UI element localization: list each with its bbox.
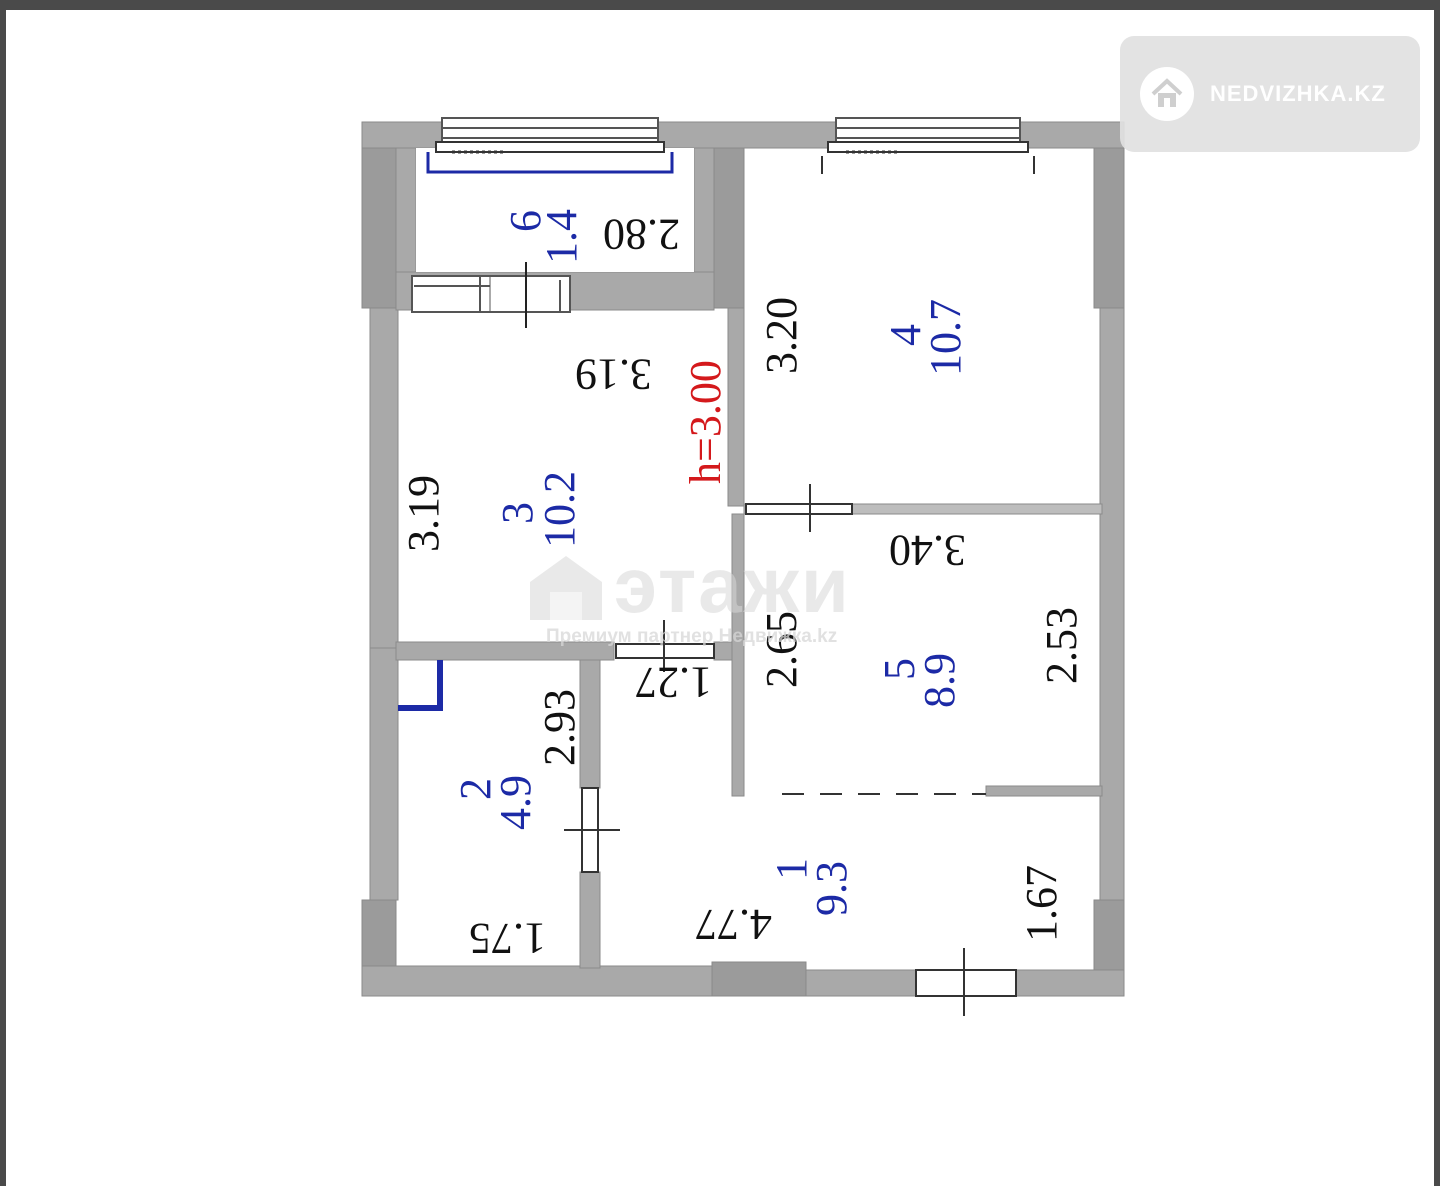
bottom-wall-mid bbox=[805, 969, 917, 997]
walls bbox=[361, 121, 1125, 997]
door-bath bbox=[564, 787, 620, 873]
right-wall bbox=[1099, 307, 1125, 901]
room-2-area: 4.9 bbox=[491, 775, 540, 830]
dim-bath-depth: 2.93 bbox=[535, 689, 584, 766]
room-6-number: 6 bbox=[501, 210, 550, 232]
room-4-number: 4 bbox=[881, 324, 930, 346]
room-3-number: 3 bbox=[493, 502, 542, 524]
room-1-number: 1 bbox=[767, 858, 816, 880]
window-balcony bbox=[426, 117, 674, 174]
room-4-area: 10.7 bbox=[921, 299, 970, 376]
dim-room5-left: 2.65 bbox=[757, 611, 806, 688]
left-pier-upper bbox=[361, 147, 397, 309]
left-wall-lower bbox=[369, 647, 399, 901]
room-3-area: 10.2 bbox=[535, 471, 584, 548]
wall-4-5 bbox=[743, 503, 1103, 515]
dim-corridor-width: 1.27 bbox=[635, 658, 712, 707]
dim-bath-width: 1.75 bbox=[469, 914, 546, 963]
room-6-area: 1.4 bbox=[537, 209, 586, 264]
wall-5-bottom bbox=[985, 785, 1103, 797]
site-badge[interactable]: NEDVIZHKA.KZ bbox=[1120, 36, 1420, 152]
balcony-right-wall bbox=[693, 147, 715, 273]
dim-room5-right: 2.53 bbox=[1037, 607, 1086, 684]
room-5-number: 5 bbox=[875, 658, 924, 680]
dim-hall-depth: 1.67 bbox=[1017, 865, 1066, 942]
center-pier bbox=[711, 147, 745, 309]
room-1-area: 9.3 bbox=[807, 861, 856, 916]
wall-3-2 bbox=[395, 641, 615, 661]
bottom-wall-right bbox=[1015, 969, 1125, 997]
dim-room3-width: 3.19 bbox=[575, 350, 652, 399]
balcony-left-wall bbox=[395, 147, 417, 273]
dim-room5-width: 3.40 bbox=[889, 526, 966, 575]
dim-balcony-width: 2.80 bbox=[603, 210, 680, 259]
door-room5 bbox=[745, 484, 853, 532]
balcony-floor bbox=[416, 148, 694, 272]
dim-hall-width: 4.77 bbox=[695, 900, 772, 949]
image-viewer: 2.80 6 1.4 3.19 3.19 3 10.2 h=3.00 3.20 … bbox=[6, 10, 1434, 1186]
bath-right-wall-lower bbox=[579, 871, 601, 969]
door-entrance bbox=[915, 948, 1017, 1016]
ceiling-height: h=3.00 bbox=[681, 360, 730, 484]
wall-3-4 bbox=[727, 307, 745, 507]
left-wall-upper bbox=[369, 307, 399, 649]
bottom-pier bbox=[711, 961, 807, 997]
room-5-area: 8.9 bbox=[915, 653, 964, 708]
room-2-number: 2 bbox=[451, 778, 500, 800]
right-pier-upper bbox=[1093, 147, 1125, 309]
site-badge-text: NEDVIZHKA.KZ bbox=[1210, 81, 1386, 106]
dim-room4-depth: 3.20 bbox=[757, 297, 806, 374]
bath-fixture-mark bbox=[398, 660, 443, 711]
wall-5-left bbox=[731, 513, 745, 797]
balcony-door bbox=[411, 262, 571, 328]
floor-plan: 2.80 6 1.4 3.19 3.19 3 10.2 h=3.00 3.20 … bbox=[361, 117, 1125, 1016]
window-room4 bbox=[821, 117, 1035, 174]
bottom-wall-left bbox=[361, 965, 713, 997]
dim-room3-depth: 3.19 bbox=[399, 475, 448, 552]
house-icon bbox=[1140, 67, 1194, 121]
door-corridor bbox=[615, 620, 715, 672]
